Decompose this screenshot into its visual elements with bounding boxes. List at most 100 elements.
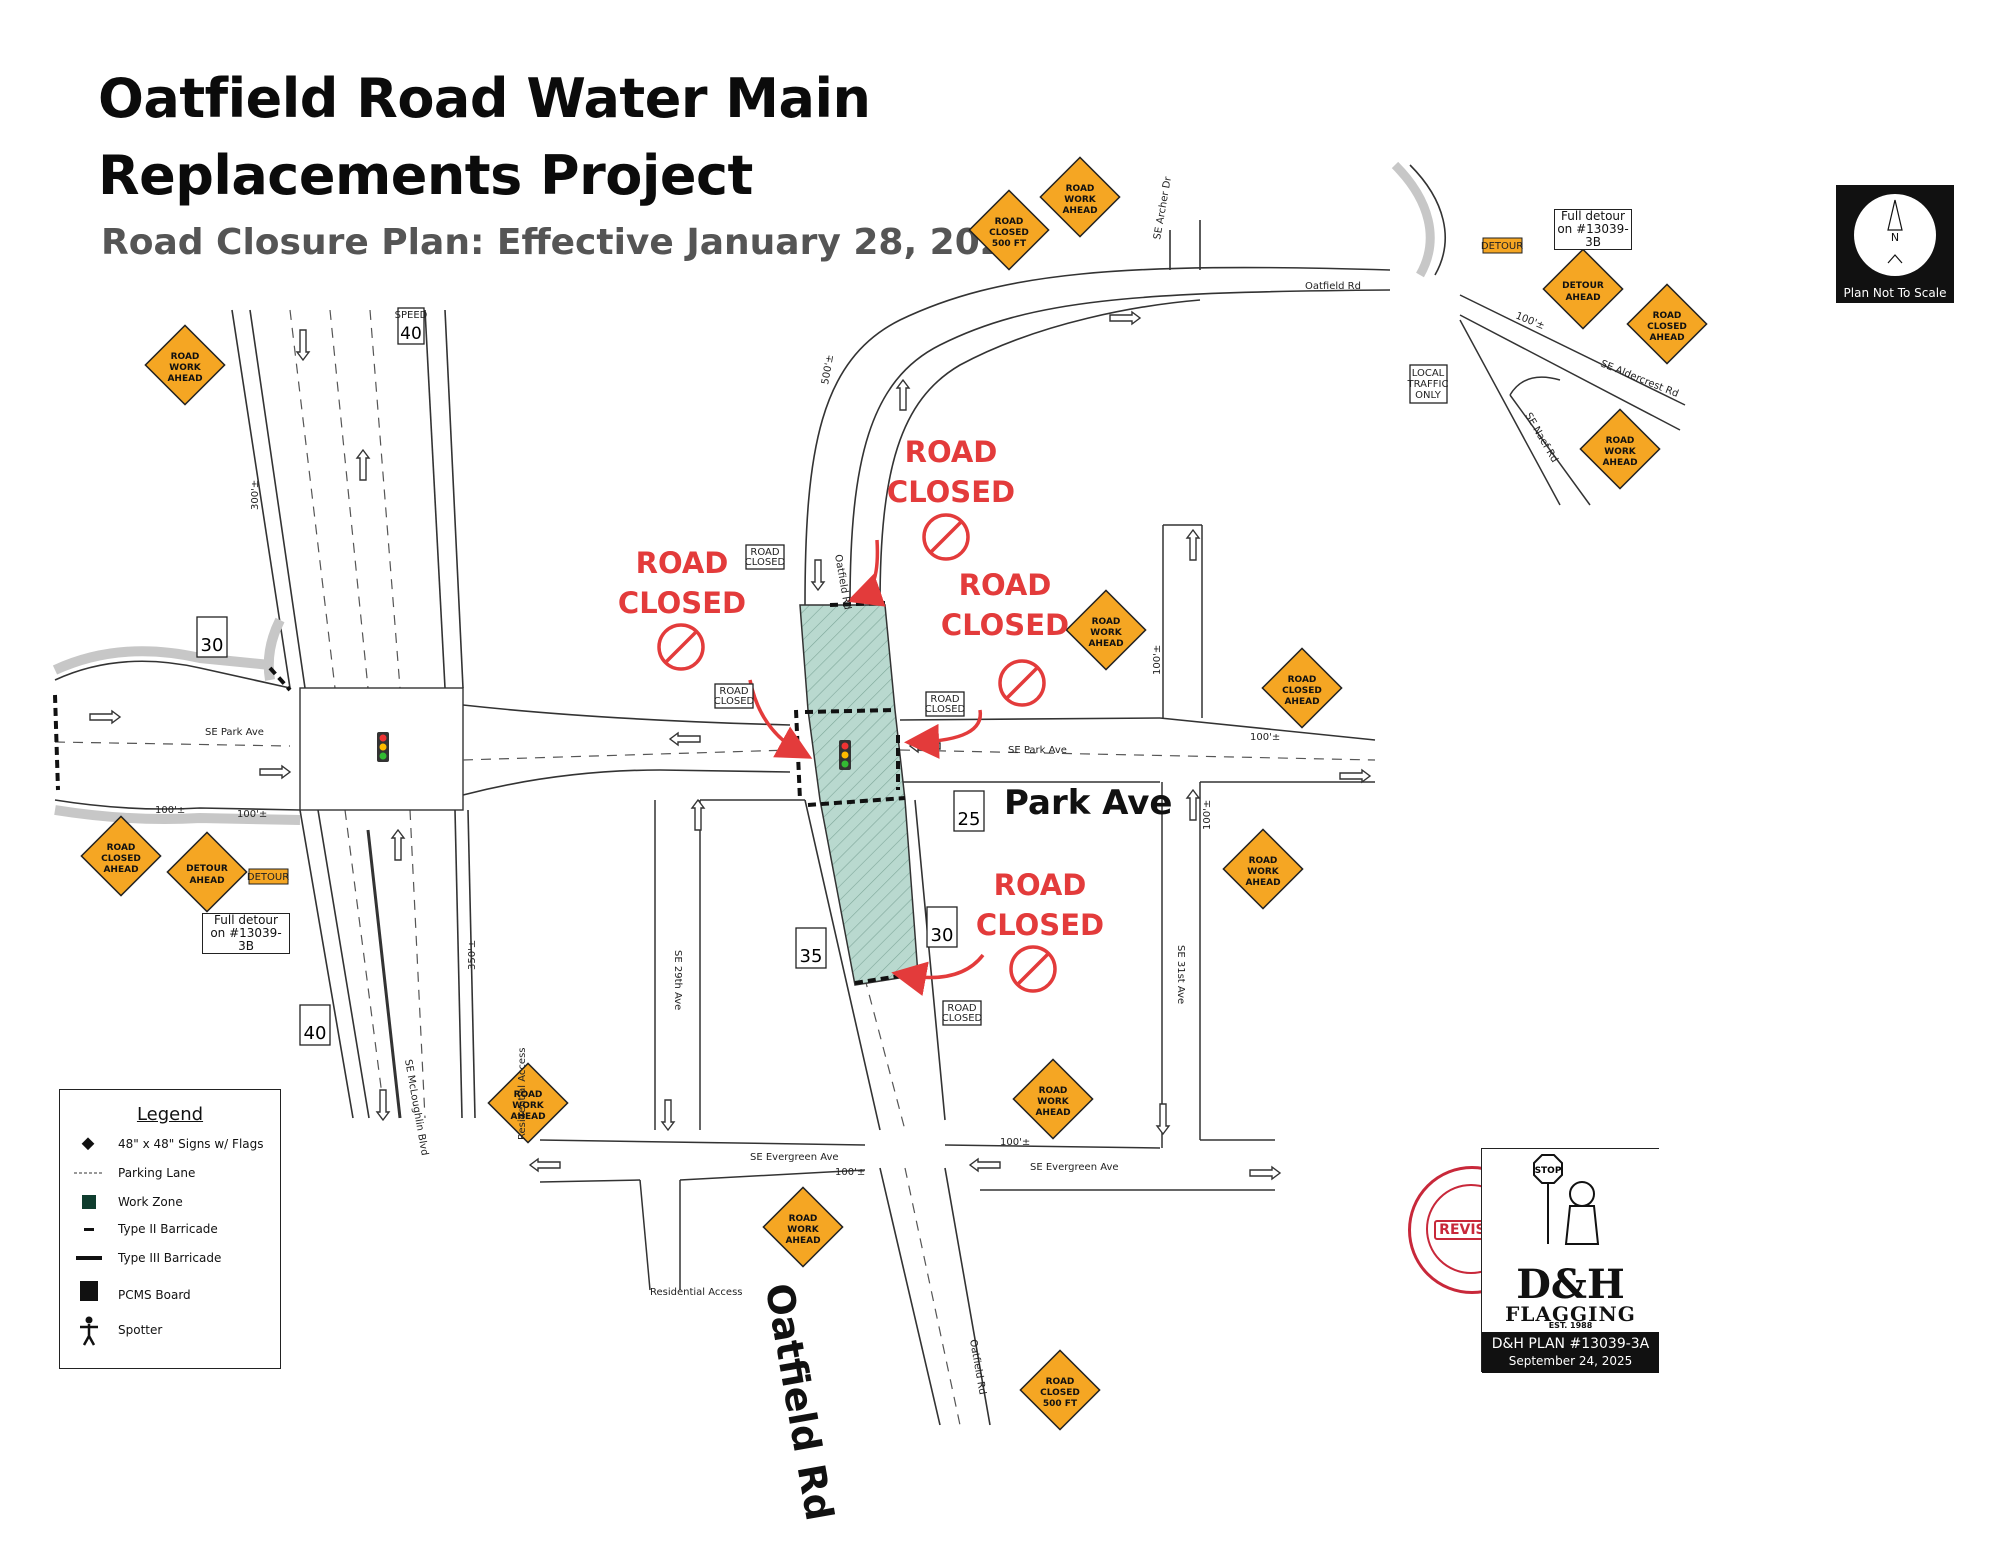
- legend-item-type-iii: Type III Barricade: [118, 1251, 222, 1265]
- svg-text:CLOSED: CLOSED: [714, 696, 755, 707]
- svg-text:CLOSED: CLOSED: [942, 1013, 983, 1024]
- scale-note: Plan Not To Scale: [1843, 286, 1947, 300]
- svg-text:SPEED: SPEED: [395, 310, 428, 321]
- svg-text:CLOSED: CLOSED: [1040, 1388, 1080, 1398]
- residential-access-label: Residential Access: [517, 1048, 528, 1141]
- svg-text:WORK: WORK: [1604, 447, 1637, 457]
- svg-text:30: 30: [931, 925, 954, 946]
- legend-title: Legend: [136, 1104, 204, 1125]
- svg-text:TRAFFIC: TRAFFIC: [1407, 379, 1449, 390]
- road-closed-500ft-sign: ROAD CLOSED 500 FT: [1019, 1349, 1101, 1431]
- distance-label: 100'±: [1250, 732, 1280, 743]
- svg-text:ROAD: ROAD: [1092, 617, 1121, 627]
- company-name: D&H: [1516, 1261, 1625, 1308]
- se-31st-ave-label: SE 31st Ave: [1175, 945, 1186, 1004]
- work-zone-icon: [82, 1195, 96, 1209]
- distance-label: 100'±: [1202, 800, 1213, 830]
- svg-text:AHEAD: AHEAD: [1284, 697, 1319, 707]
- svg-text:ROAD: ROAD: [514, 1090, 543, 1100]
- svg-text:500 FT: 500 FT: [1043, 1399, 1078, 1409]
- distance-label: 100'±: [835, 1167, 865, 1178]
- distance-label: 300'±: [250, 480, 261, 510]
- road-closed-sign: ROAD CLOSED: [942, 1000, 983, 1026]
- se-mcloughlin-blvd-label: SE McLoughlin Blvd: [402, 1059, 430, 1157]
- legend-item-pcms: PCMS Board: [118, 1288, 191, 1302]
- detour-sign: DETOUR: [1481, 237, 1523, 254]
- svg-text:WORK: WORK: [787, 1225, 820, 1235]
- svg-text:WORK: WORK: [1247, 867, 1280, 877]
- road-closed-ahead-sign: ROAD CLOSED AHEAD: [80, 815, 162, 897]
- svg-text:ROAD: ROAD: [1288, 675, 1317, 685]
- se-park-ave-west-road: [54, 660, 301, 811]
- legend-item-work-zone: Work Zone: [118, 1195, 183, 1209]
- map-title-line2: Replacements Project: [98, 144, 753, 207]
- speed-limit-sign: 25: [953, 790, 985, 832]
- road-closed-sign: ROAD CLOSED: [925, 691, 966, 717]
- road-work-ahead-sign: ROAD WORK AHEAD: [1065, 589, 1147, 671]
- sign-flag-icon: [81, 1137, 95, 1151]
- svg-text:WORK: WORK: [1037, 1097, 1070, 1107]
- svg-text:AHEAD: AHEAD: [1245, 878, 1280, 888]
- svg-text:ROAD: ROAD: [171, 352, 200, 362]
- svg-text:AHEAD: AHEAD: [785, 1236, 820, 1246]
- svg-text:CLOSED: CLOSED: [989, 228, 1029, 238]
- svg-text:500 FT: 500 FT: [992, 239, 1027, 249]
- road-work-ahead-sign: ROAD WORK AHEAD: [1012, 1058, 1094, 1140]
- road-work-ahead-sign: ROAD WORK AHEAD: [1222, 828, 1304, 910]
- road-closed-ahead-sign: ROAD CLOSED AHEAD: [1626, 283, 1708, 365]
- svg-text:ROAD: ROAD: [1653, 311, 1682, 321]
- svg-text:AHEAD: AHEAD: [103, 865, 138, 875]
- road-work-ahead-sign: ROAD WORK AHEAD: [144, 324, 226, 406]
- distance-label: 100'±: [237, 809, 267, 820]
- svg-text:CLOSED: CLOSED: [101, 854, 141, 864]
- spotter-icon: [80, 1316, 98, 1346]
- svg-text:ROAD: ROAD: [1249, 856, 1278, 866]
- svg-text:ROAD: ROAD: [1046, 1377, 1075, 1387]
- detour-sign: DETOUR: [247, 868, 289, 885]
- type-iii-barricade-icon: [76, 1256, 102, 1260]
- oatfield-rd-south-road: [804, 799, 991, 1426]
- se-park-ave-east-road: [462, 704, 1376, 796]
- legend-item-parking: Parking Lane: [118, 1166, 196, 1180]
- plan-date: September 24, 2025: [1508, 1354, 1633, 1368]
- svg-text:ROAD: ROAD: [719, 686, 748, 697]
- legend-item-spotter: Spotter: [118, 1323, 163, 1337]
- detour-ahead-sign: DETOUR AHEAD: [166, 831, 248, 913]
- svg-text:CLOSED: CLOSED: [745, 557, 786, 568]
- svg-text:ONLY: ONLY: [1415, 390, 1442, 401]
- svg-text:25: 25: [958, 809, 981, 830]
- road-closed-500ft-sign: ROAD CLOSED 500 FT: [968, 189, 1050, 271]
- speed-limit-sign: 40: [299, 1004, 331, 1046]
- park-ave-label: Park Ave: [1004, 783, 1173, 823]
- svg-text:LOCAL: LOCAL: [1412, 368, 1445, 379]
- se-29th-ave-road: [539, 799, 1275, 1291]
- se-naef-rd-label: SE Naef Rd: [1522, 411, 1559, 465]
- company-logo-block: STOP D&H FLAGGING EST. 1988 D&H PLAN #13…: [1481, 1148, 1659, 1373]
- svg-text:ROAD: ROAD: [930, 694, 959, 705]
- svg-text:ROAD: ROAD: [1606, 436, 1635, 446]
- lane-arrows: [89, 310, 1372, 1181]
- svg-text:DETOUR: DETOUR: [1562, 281, 1604, 291]
- road-closed-sign: ROAD CLOSED: [714, 683, 755, 709]
- svg-text:ROAD: ROAD: [750, 547, 779, 558]
- distance-label: 100'±: [1152, 645, 1163, 675]
- road-closed-ahead-sign: ROAD CLOSED AHEAD: [1261, 647, 1343, 729]
- svg-text:WORK: WORK: [512, 1101, 545, 1111]
- distance-label: 100'±: [155, 805, 185, 816]
- mcloughlin-blvd-road: [231, 309, 476, 1119]
- svg-text:CLOSED: CLOSED: [1647, 322, 1687, 332]
- se-park-ave-label: SE Park Ave: [205, 727, 264, 738]
- distance-label: 350'±: [467, 940, 478, 970]
- svg-text:WORK: WORK: [1090, 628, 1123, 638]
- company-est: EST. 1988: [1548, 1321, 1593, 1330]
- svg-text:WORK: WORK: [169, 363, 202, 373]
- legend-item-signs: 48" x 48" Signs w/ Flags: [118, 1137, 264, 1151]
- svg-text:AHEAD: AHEAD: [1565, 293, 1600, 303]
- detour-ahead-sign: DETOUR AHEAD: [1542, 248, 1624, 330]
- svg-text:ROAD: ROAD: [789, 1214, 818, 1224]
- svg-text:ROAD: ROAD: [947, 1003, 976, 1014]
- svg-text:AHEAD: AHEAD: [1035, 1108, 1070, 1118]
